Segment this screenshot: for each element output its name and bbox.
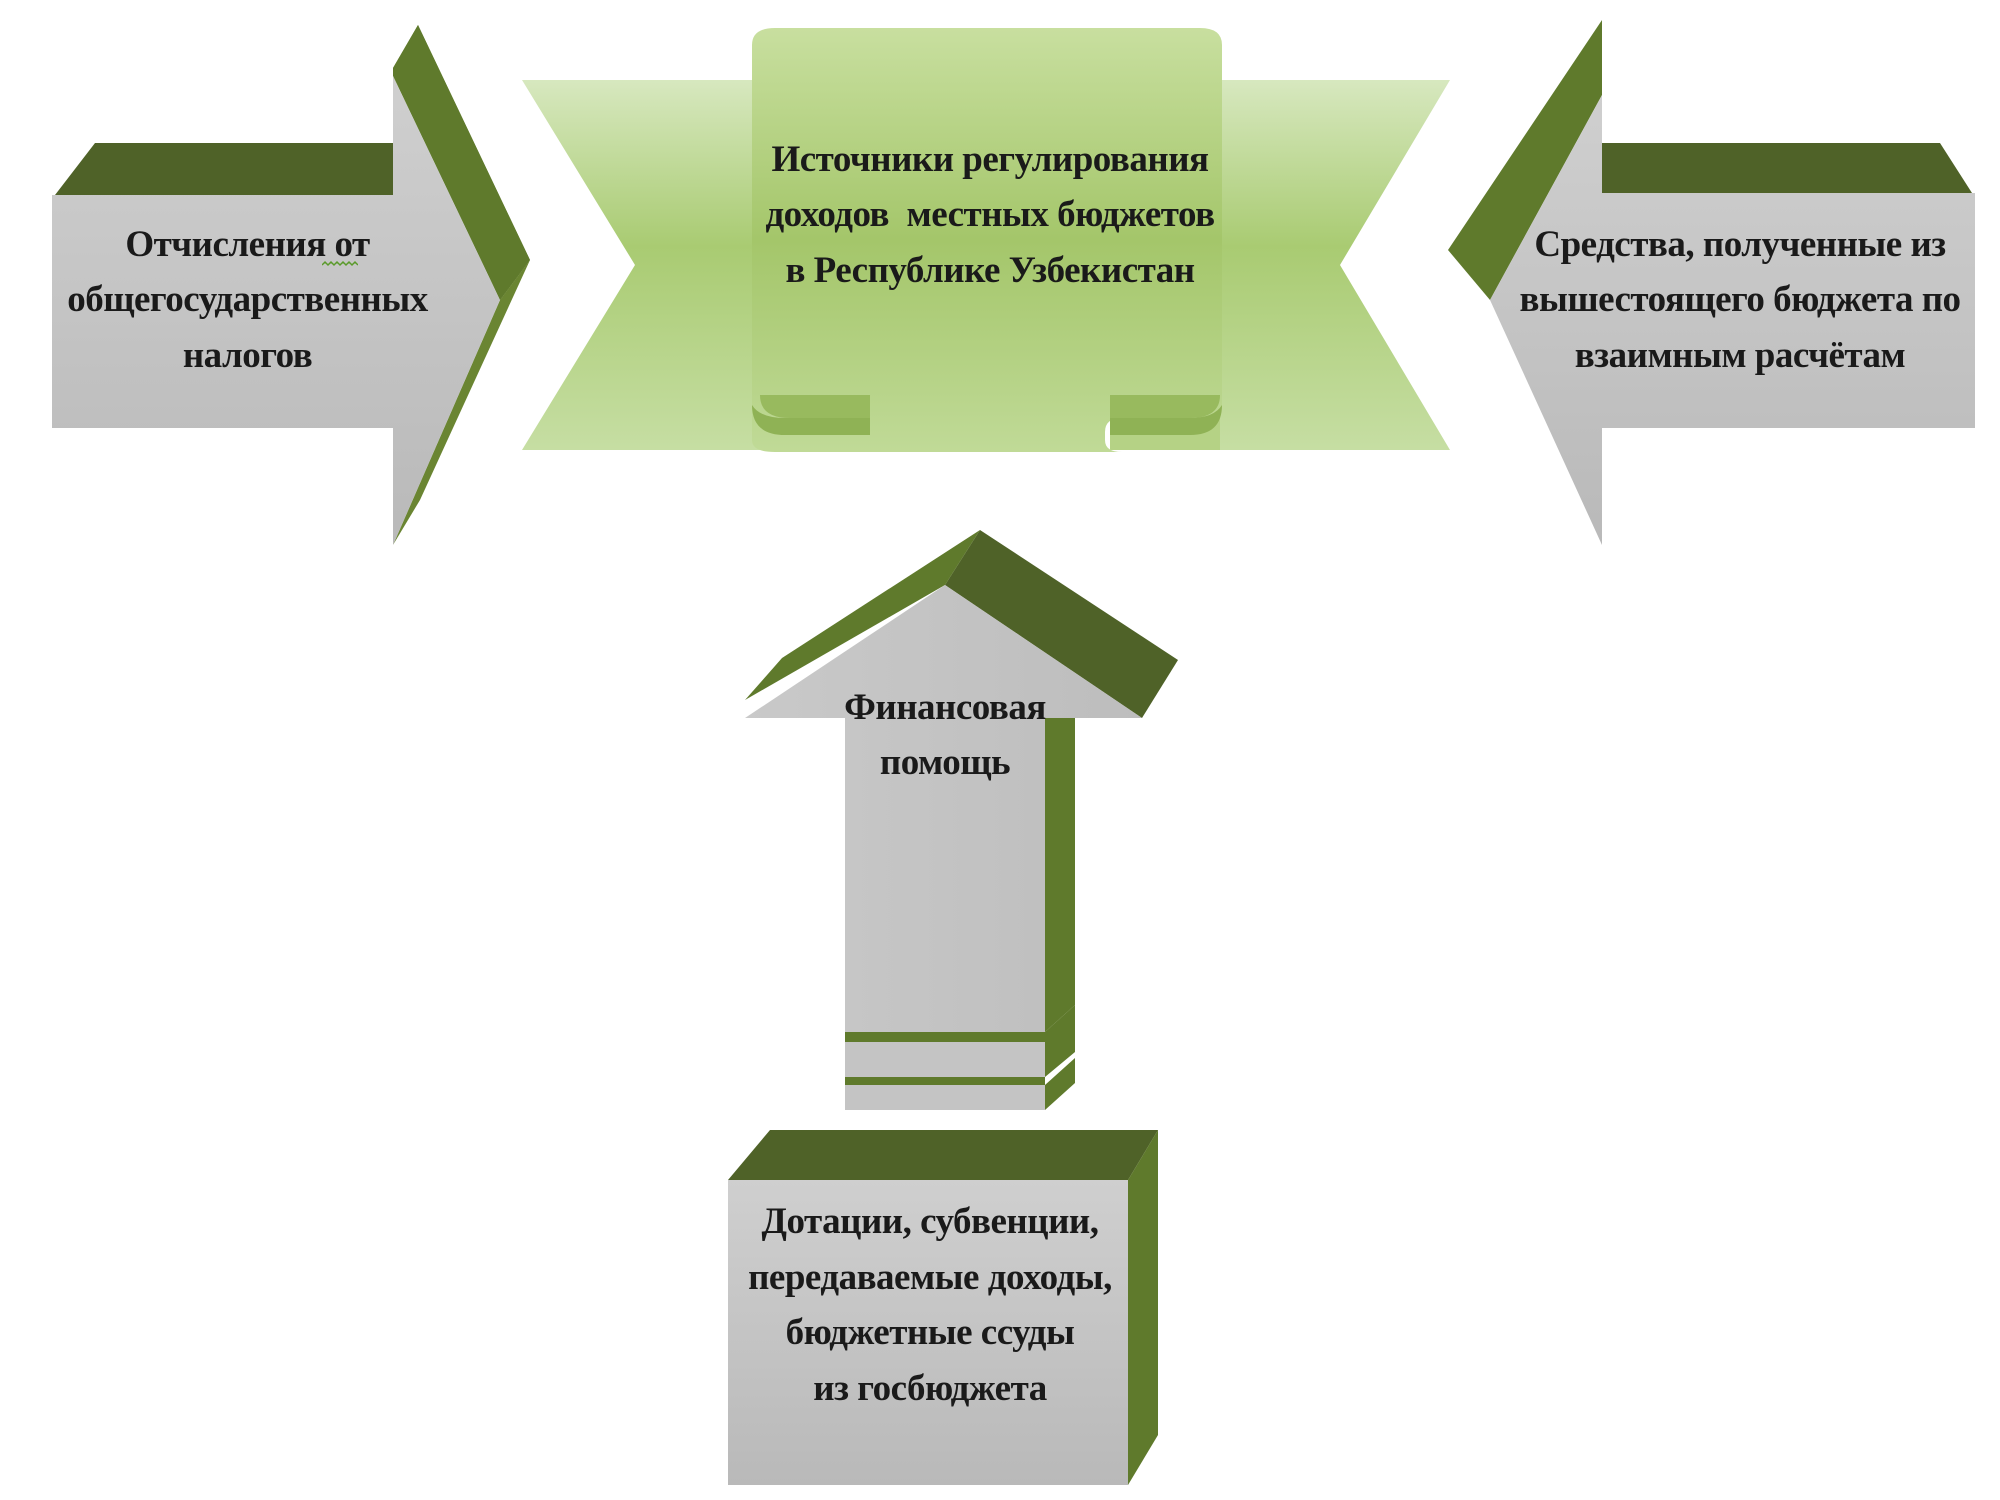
right-arrow-label: Средства, полученные из вышестоящего бюд… <box>1519 195 1961 405</box>
bottom-line-3: бюджетные ссуды <box>785 1312 1075 1353</box>
left-line-2: общегосударственных <box>67 279 428 321</box>
up-arrow-label: Финансовая помощь <box>825 675 1065 795</box>
left-arrow-shape <box>52 25 530 545</box>
spellcheck-squiggle <box>322 260 358 267</box>
bottom-line-2: передаваемые доходы, <box>748 1256 1112 1298</box>
center-banner-shape <box>522 28 1450 452</box>
right-line-3: взаимным расчётам <box>1574 334 1906 376</box>
stacked-plates-shape <box>845 1005 1075 1110</box>
up-line-2: помощь <box>879 742 1011 783</box>
center-line-1: Источники регулирования <box>771 138 1209 180</box>
right-line-2: вышестоящего бюджета по <box>1519 279 1961 321</box>
center-line-3: в Республике Узбекистан <box>785 249 1195 291</box>
center-line-2: доходов местных бюджетов <box>765 194 1215 236</box>
right-line-1: Средства, полученные из <box>1534 223 1946 265</box>
bottom-line-4: из госбюджета <box>813 1367 1047 1409</box>
center-title: Источники регулирования доходов местных … <box>760 115 1220 315</box>
left-line-1: Отчисления от <box>125 223 370 265</box>
up-line-1: Финансовая <box>844 686 1046 728</box>
up-arrow-shape <box>745 530 1178 1032</box>
right-arrow-shape <box>1448 20 1975 545</box>
bottom-box-label: Дотации, субвенции, передаваемые доходы,… <box>730 1180 1130 1430</box>
left-line-3: налогов <box>182 334 313 376</box>
bottom-box-shape <box>728 1130 1158 1485</box>
left-arrow-label: Отчисления от общегосударственных налого… <box>50 195 445 405</box>
bottom-line-1: Дотации, субвенции, <box>761 1201 1099 1242</box>
